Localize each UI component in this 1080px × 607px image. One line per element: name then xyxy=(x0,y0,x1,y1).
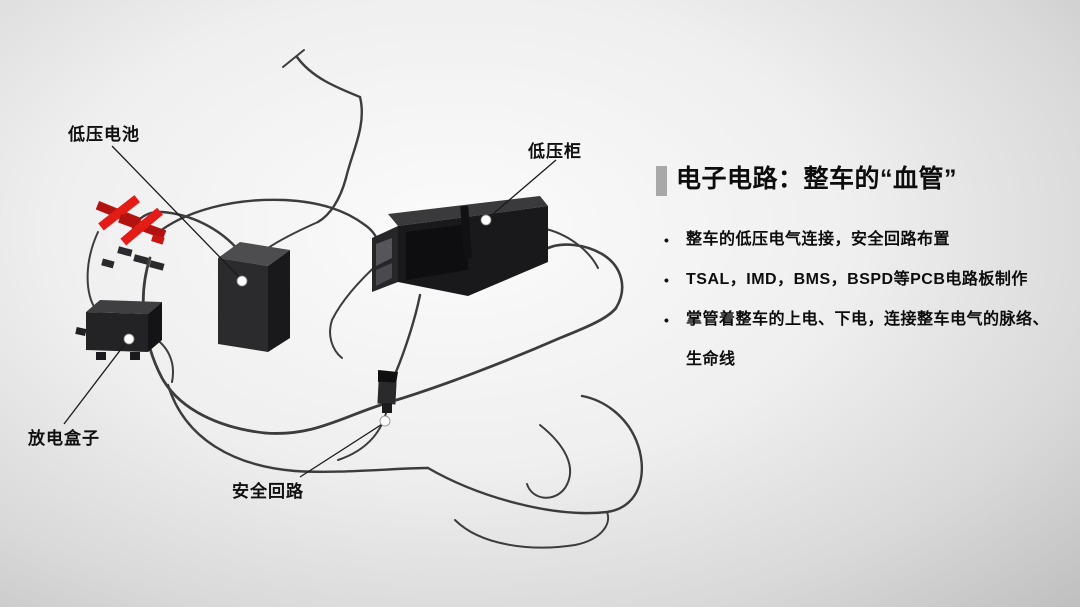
bullet-item: 掌管着整车的上电、下电，连接整车电气的脉络、生命线 xyxy=(664,300,1060,380)
page-title: 电子电路：整车的“血管” xyxy=(676,165,958,193)
title-accent-bar xyxy=(656,166,667,196)
discharge-box-shape xyxy=(75,300,162,360)
label-lv-cabinet: 低压柜 xyxy=(528,142,582,161)
lv-cabinet-box xyxy=(372,196,548,296)
label-lv-battery: 低压电池 xyxy=(68,125,140,144)
wire-harness xyxy=(86,49,643,549)
label-safety-loop: 安全回路 xyxy=(232,482,304,501)
connector-fragments xyxy=(101,246,165,271)
callout-lines xyxy=(63,145,557,478)
wiring-harness-diagram xyxy=(63,49,643,549)
lv-battery-box xyxy=(218,242,290,352)
bullet-item: 整车的低压电气连接，安全回路布置 xyxy=(664,220,1060,260)
safety-loop-connector xyxy=(377,370,398,413)
bullet-item: TSAL，IMD，BMS，BSPD等PCB电路板制作 xyxy=(664,260,1060,300)
label-discharge-box: 放电盒子 xyxy=(28,429,100,448)
title-row: 电子电路：整车的“血管” xyxy=(656,164,1064,196)
info-panel: 电子电路：整车的“血管” 整车的低压电气连接，安全回路布置 TSAL，IMD，B… xyxy=(656,164,1064,380)
callout-dots xyxy=(123,214,492,427)
bullet-list: 整车的低压电气连接，安全回路布置 TSAL，IMD，BMS，BSPD等PCB电路… xyxy=(656,220,1060,380)
red-connector xyxy=(95,195,167,246)
